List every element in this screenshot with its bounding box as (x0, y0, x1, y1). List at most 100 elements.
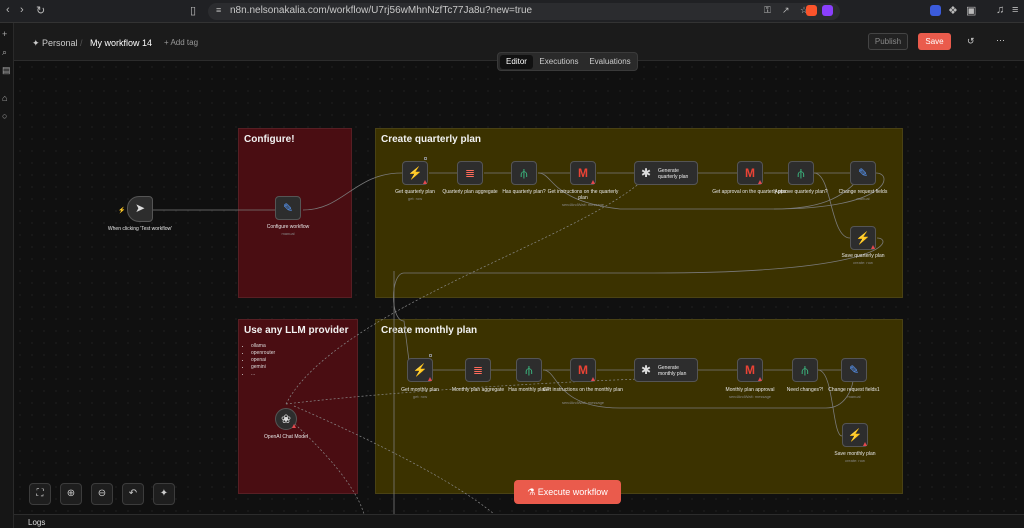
execute-workflow-label: Execute workflow (537, 487, 608, 497)
media-icon[interactable]: ♫ (996, 4, 1005, 16)
node-sub: manual (847, 394, 861, 399)
warning-icon (863, 442, 867, 446)
left-rail: + ⌕ ▤ ⌂ ○ (0, 23, 14, 528)
puzzle-icon[interactable]: ❖ (948, 5, 958, 17)
undo-button[interactable]: ↶ (122, 483, 144, 505)
node-label: Get instructions on the monthly plan (543, 387, 623, 393)
forward-icon[interactable]: › (20, 4, 24, 16)
wire-configure-quarterly (302, 172, 403, 211)
tab-executions[interactable]: Executions (539, 57, 579, 66)
logs-panel[interactable]: Logs (14, 514, 1024, 528)
warning-icon (758, 377, 762, 381)
node-configure-workflow[interactable]: ✎ (275, 196, 301, 220)
menu-icon[interactable]: ≡ (1012, 4, 1019, 16)
node-label: Has monthly plan? (508, 387, 550, 393)
workflow-canvas[interactable]: Configure! Create quarterly plan Use any… (14, 61, 1024, 514)
url-text: n8n.nelsonakalia.com/workflow/U7rj56wMhn… (230, 5, 533, 16)
panel-icon[interactable]: ▤ (2, 65, 11, 75)
list-item: ... (251, 371, 275, 378)
zoom-out-button[interactable]: ⊖ (91, 483, 113, 505)
breadcrumb-separator: / (80, 38, 83, 48)
node-get-instructions-monthly[interactable]: M (570, 358, 596, 382)
chat-icon[interactable]: ○ (2, 111, 8, 121)
wire-q-loop (537, 172, 864, 210)
fit-view-icon: ⛶ (36, 488, 44, 499)
zoom-in-icon: ⊕ (66, 488, 76, 499)
execute-workflow-button[interactable]: ⚗ Execute workflow (514, 480, 621, 504)
node-openai-chat-model[interactable]: ❀ (275, 408, 297, 430)
tidy-up-button[interactable]: ✦ (153, 483, 175, 505)
sticky-quarterly[interactable]: Create quarterly plan (375, 128, 903, 298)
back-icon[interactable]: ‹ (6, 4, 10, 16)
tab-evaluations[interactable]: Evaluations (589, 57, 631, 66)
publish-button[interactable]: Publish (868, 33, 908, 50)
node-trigger[interactable]: ➤ (127, 196, 153, 222)
node-need-changes[interactable]: ⫛ (792, 358, 818, 382)
node-save-quarterly-plan[interactable]: ⚡ (850, 226, 876, 250)
wand-icon: ✦ (159, 488, 169, 499)
node-monthly-plan-approval[interactable]: M (737, 358, 763, 382)
zoom-in-button[interactable]: ⊕ (60, 483, 82, 505)
wire-m-save (817, 369, 843, 437)
sticky-monthly[interactable]: Create monthly plan (375, 319, 903, 494)
project-icon: ✦ (32, 38, 40, 48)
history-icon[interactable]: ↺ (967, 36, 975, 46)
more-options-icon[interactable]: ⋯ (996, 35, 1005, 45)
share-icon[interactable]: ↗ (782, 5, 790, 15)
home-icon[interactable]: ⌂ (2, 93, 8, 103)
warning-icon (423, 180, 427, 184)
node-sub: manual (281, 231, 295, 236)
agent-icon: ✱ (641, 166, 652, 180)
node-get-instructions-quarterly[interactable]: M (570, 161, 596, 185)
pencil-icon: ✎ (282, 201, 294, 215)
undo-icon: ↶ (128, 488, 138, 499)
node-label: Get instructions on the quarterly plan (547, 189, 619, 201)
node-sub: sendAndWait: message (561, 400, 605, 405)
logs-label: Logs (28, 518, 46, 527)
node-get-quarterly-plan[interactable]: ⚡ (402, 157, 428, 185)
zoom-out-icon: ⊖ (97, 488, 107, 499)
site-info-icon[interactable]: ≡ (216, 5, 222, 15)
address-bar[interactable]: ≡ n8n.nelsonakalia.com/workflow/U7rj56wM… (208, 3, 840, 20)
star-icon[interactable]: ☆ (800, 5, 809, 15)
node-generate-monthly-plan[interactable]: ✱ Generate monthly plan (634, 358, 698, 382)
extension-icon[interactable] (930, 5, 941, 16)
node-quarterly-plan-aggregate[interactable]: ≣ (457, 161, 483, 185)
node-label: Quarterly plan aggregate (442, 189, 498, 195)
list-item: openai (251, 357, 275, 364)
connection-wires (152, 172, 885, 514)
gmail-icon: M (578, 363, 588, 377)
add-tag-link[interactable]: + Add tag (164, 38, 199, 47)
save-button[interactable]: Save (918, 33, 951, 50)
node-change-request-fields1[interactable]: ✎ (841, 358, 867, 382)
node-label: Get quarterly plan (395, 189, 435, 195)
node-label: Need changes?! (786, 387, 824, 393)
node-label: Get approval on the quarterly plan (712, 189, 788, 195)
node-change-request-fields[interactable]: ✎ (850, 161, 876, 185)
sticky-title: Create quarterly plan (381, 134, 482, 145)
bookmark-icon[interactable]: ▯ (190, 5, 197, 17)
search-icon[interactable]: ⌕ (2, 47, 8, 57)
node-get-approval-quarterly[interactable]: M (737, 161, 763, 185)
node-has-monthly-plan[interactable]: ⫛ (516, 358, 542, 382)
rewards-icon[interactable] (822, 5, 833, 16)
tab-editor[interactable]: Editor (500, 55, 533, 69)
project-breadcrumb[interactable]: Personal (42, 38, 78, 48)
sidebar-icon[interactable]: ▣ (966, 5, 977, 17)
node-approve-quarterly-plan[interactable]: ⫛ (788, 161, 814, 185)
node-label: Monthly plan approval (725, 387, 775, 393)
plus-icon[interactable]: + (2, 29, 8, 39)
fit-view-button[interactable]: ⛶ (29, 483, 51, 505)
node-has-quarterly-plan[interactable]: ⫛ (511, 161, 537, 185)
password-key-icon[interactable]: ⚿ (764, 5, 771, 15)
node-generate-quarterly-plan[interactable]: ✱ Generate quarterly plan (634, 161, 698, 185)
node-get-monthly-plan[interactable]: ⚡ (407, 354, 433, 382)
trigger-bolt-icon: ⚡ (118, 208, 126, 214)
node-label: Save quarterly plan (841, 253, 885, 259)
node-sub: sendAndWait: message (728, 394, 772, 399)
node-monthly-plan-aggregate[interactable]: ≣ (465, 358, 491, 382)
brave-shield-icon[interactable] (806, 5, 817, 16)
reload-icon[interactable]: ↻ (36, 5, 46, 17)
node-save-monthly-plan[interactable]: ⚡ (842, 423, 868, 447)
workflow-name[interactable]: My workflow 14 (90, 38, 153, 48)
